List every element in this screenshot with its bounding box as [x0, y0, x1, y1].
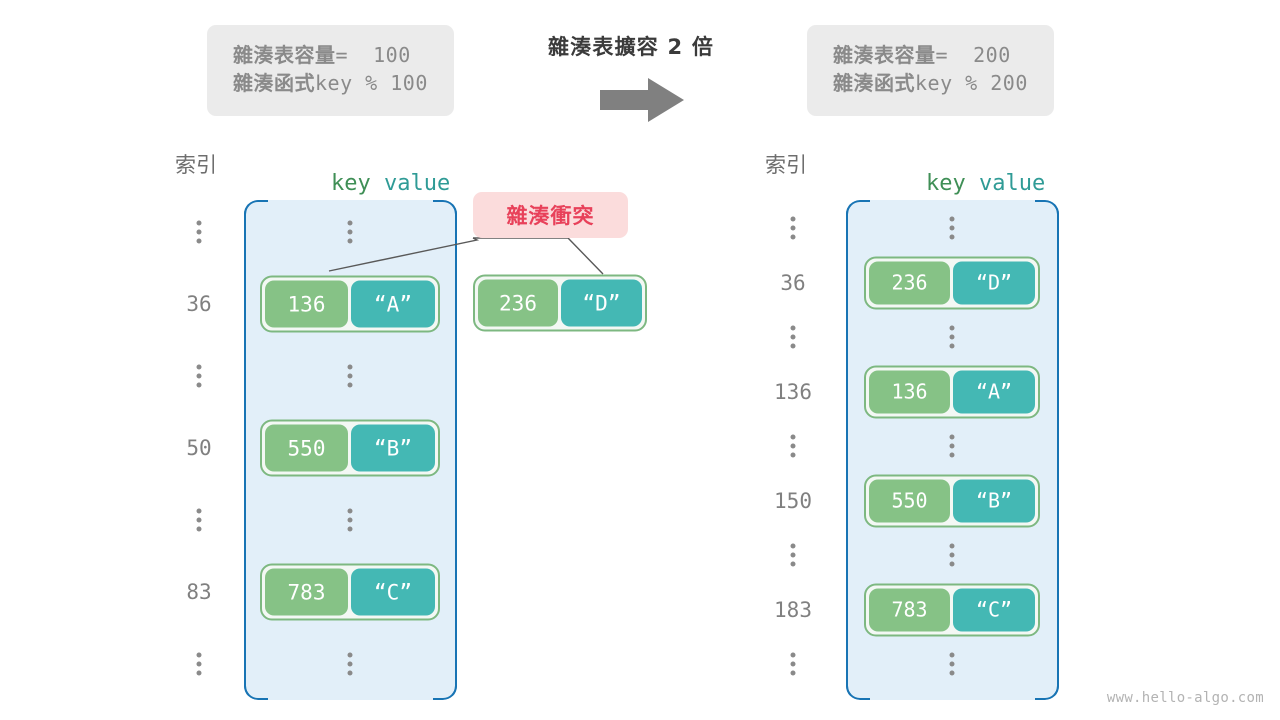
index-ellipsis	[196, 364, 202, 388]
right-header-value: value	[978, 171, 1046, 196]
entry-key: 136	[869, 370, 951, 413]
right-header-key: key	[925, 171, 966, 196]
table-entry[interactable]: 550“B”	[260, 419, 440, 477]
index-label: 150	[774, 488, 812, 513]
index-label: 36	[186, 292, 212, 316]
entry-key: 550	[869, 479, 951, 522]
index-ellipsis	[790, 652, 796, 676]
collision-callout: 雜湊衝突	[473, 192, 628, 238]
left-header-value: value	[383, 171, 451, 196]
entry-key: 236	[869, 261, 951, 304]
left-function-line: 雜湊函式 key % 100	[233, 70, 428, 98]
entry-value: “B”	[953, 479, 1035, 522]
index-ellipsis	[790, 325, 796, 349]
entry-key: 136	[265, 280, 349, 328]
left-function-label: 雜湊函式	[233, 70, 315, 95]
index-ellipsis	[790, 216, 796, 240]
left-header-index: 索引	[175, 153, 217, 177]
index-ellipsis	[790, 434, 796, 458]
left-function-value: key % 100	[315, 70, 428, 95]
right-column-headers: key value	[873, 146, 1045, 196]
right-capacity-label: 雜湊表容量	[833, 43, 936, 67]
collision-label: 雜湊衝突	[506, 204, 595, 228]
bucket-ellipsis	[347, 508, 353, 532]
table-entry[interactable]: 783“C”	[260, 563, 440, 621]
entry-key: 550	[265, 424, 349, 472]
bucket-ellipsis	[949, 543, 955, 567]
right-capacity-line: 雜湊表容量 = 200	[833, 42, 1028, 70]
entry-value: “C”	[953, 588, 1035, 631]
bucket-ellipsis	[949, 325, 955, 349]
index-label: 83	[186, 580, 212, 604]
bucket-ellipsis	[949, 652, 955, 676]
left-capacity-line: 雜湊表容量 = 100	[233, 42, 428, 70]
left-capacity-value: = 100	[335, 43, 411, 67]
entry-value: “B”	[351, 424, 435, 472]
index-ellipsis	[196, 220, 202, 244]
table-entry[interactable]: 550“B”	[864, 474, 1040, 527]
bucket-ellipsis	[347, 220, 353, 244]
table-entry[interactable]: 136“A”	[864, 365, 1040, 418]
index-label: 136	[774, 379, 812, 404]
entry-key: 783	[869, 588, 951, 631]
left-capacity-label: 雜湊表容量	[233, 43, 336, 67]
collision-entry-key: 236	[478, 279, 559, 327]
entry-value: “A”	[953, 370, 1035, 413]
entry-value: “A”	[351, 280, 435, 328]
right-info-box: 雜湊表容量 = 200 雜湊函式 key % 200	[807, 25, 1054, 117]
table-entry[interactable]: 783“C”	[864, 583, 1040, 636]
left-info-box: 雜湊表容量 = 100 雜湊函式 key % 100	[207, 25, 454, 117]
right-capacity-value: = 200	[935, 43, 1011, 67]
right-function-value: key % 200	[915, 70, 1028, 95]
index-label: 36	[780, 270, 806, 295]
collision-entry[interactable]: 236 “D”	[473, 274, 647, 332]
right-arrow-icon	[600, 78, 684, 126]
entry-value: “D”	[953, 261, 1035, 304]
entry-value: “C”	[351, 568, 435, 616]
collision-entry-value: “D”	[561, 279, 642, 327]
bucket-ellipsis	[347, 364, 353, 388]
left-column-headers: key value	[278, 146, 450, 196]
left-header-key: key	[330, 171, 371, 196]
resize-title: 雜湊表擴容 2 倍	[548, 35, 715, 59]
bucket-ellipsis	[949, 434, 955, 458]
table-entry[interactable]: 136“A”	[260, 275, 440, 333]
index-ellipsis	[196, 652, 202, 676]
right-function-label: 雜湊函式	[833, 70, 915, 95]
index-label: 183	[774, 597, 812, 622]
index-label: 50	[186, 436, 212, 460]
right-header-index: 索引	[765, 153, 807, 177]
table-entry[interactable]: 236“D”	[864, 256, 1040, 309]
watermark: www.hello-algo.com	[1106, 690, 1264, 706]
left-hash-table-panel: key value 索引 36 50 83 136“A” 550“B” 783“C”	[166, 146, 466, 701]
index-ellipsis	[196, 508, 202, 532]
bucket-ellipsis	[347, 652, 353, 676]
entry-key: 783	[265, 568, 349, 616]
bucket-ellipsis	[949, 216, 955, 240]
right-function-line: 雜湊函式 key % 200	[833, 70, 1028, 98]
index-ellipsis	[790, 543, 796, 567]
